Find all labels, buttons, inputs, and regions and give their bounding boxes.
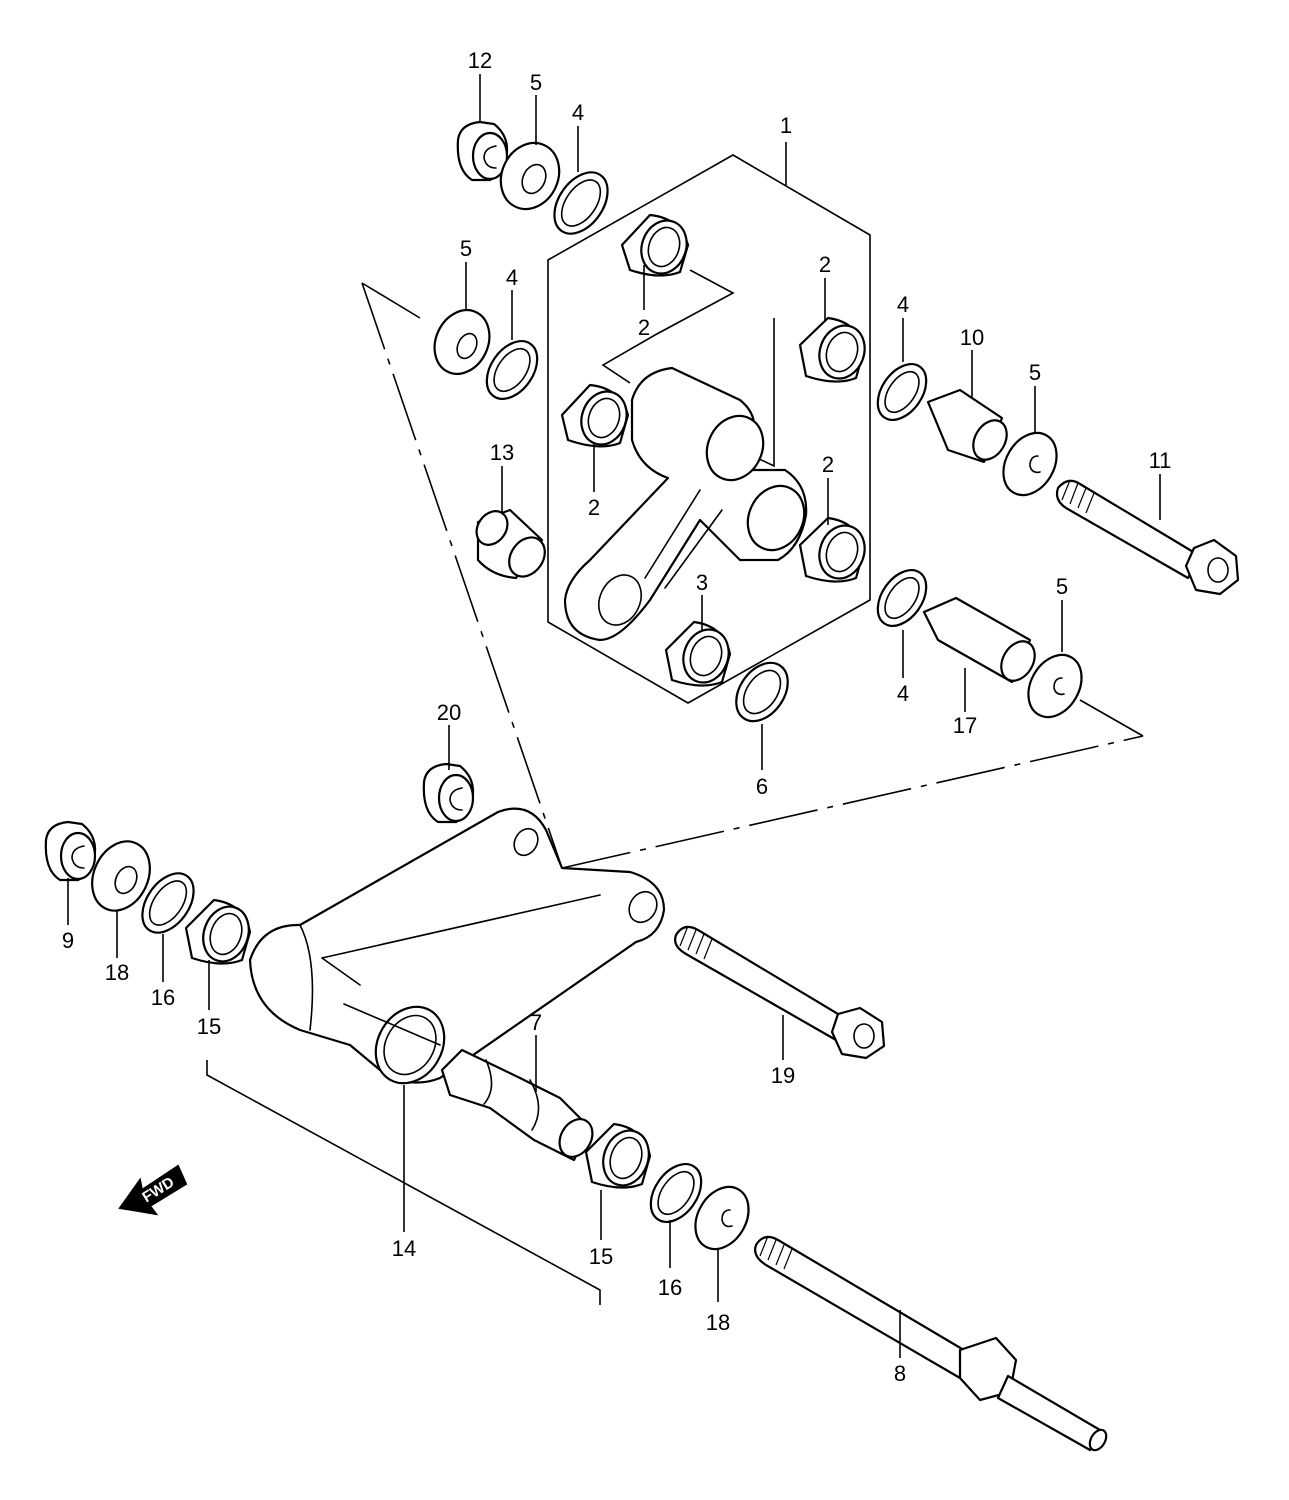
bearing-3 (664, 620, 732, 687)
fwd-arrow-icon: FWD (118, 1164, 188, 1216)
callout-4: 4 (897, 292, 909, 317)
callout-10: 10 (960, 325, 984, 350)
bolt-11 (1055, 479, 1240, 596)
bearing-2-top (620, 213, 690, 277)
callout-3: 3 (696, 570, 708, 595)
washer-18-left (91, 840, 151, 912)
callout-18: 18 (105, 960, 129, 985)
nut-9 (44, 820, 97, 882)
callout-5: 5 (530, 70, 542, 95)
collar-7 (440, 1048, 594, 1162)
washer-5-left (433, 309, 491, 375)
callout-9: 9 (62, 928, 74, 953)
seal-4-top (553, 171, 609, 235)
callout-15: 15 (589, 1244, 613, 1269)
washer-18-right (694, 1185, 750, 1251)
callout-5: 5 (1056, 574, 1068, 599)
callout-2: 2 (822, 452, 834, 477)
callout-2: 2 (819, 252, 831, 277)
callout-19: 19 (771, 1063, 795, 1088)
bolt-8 (754, 1235, 1108, 1452)
bearing-2-right-top (798, 316, 866, 383)
callout-11: 11 (1149, 448, 1172, 473)
spacer-17 (922, 596, 1036, 684)
callout-20: 20 (437, 700, 461, 725)
callout-8: 8 (894, 1361, 906, 1386)
callout-14: 14 (392, 1236, 416, 1261)
group-1-outline (547, 142, 871, 704)
spacer-10 (926, 388, 1008, 464)
seal-16-left (141, 872, 195, 934)
bearing-2-right-bottom (798, 516, 866, 583)
bearing-15-right (584, 1122, 652, 1189)
callout-5: 5 (1029, 360, 1041, 385)
seal-16-right (649, 1163, 703, 1223)
washer-5-right-bottom (1027, 653, 1083, 719)
seal-4-left (485, 340, 539, 400)
washer-5-top (499, 141, 561, 211)
callout-2: 2 (638, 315, 650, 340)
callout-13: 13 (490, 440, 514, 465)
bolt-19 (674, 925, 886, 1060)
callout-labels: 12 5 4 1 5 4 2 2 2 2 2 4 10 5 13 11 3 5 … (62, 48, 1172, 1386)
callout-leaders (67, 74, 1161, 1358)
nut-12 (456, 120, 509, 182)
cushion-lever-body (563, 366, 808, 642)
callout-5: 5 (460, 236, 472, 261)
bearing-15-left (184, 898, 252, 965)
callout-7: 7 (530, 1010, 542, 1035)
callout-4: 4 (506, 265, 518, 290)
callout-16: 16 (151, 985, 175, 1010)
callout-15: 15 (197, 1014, 221, 1039)
seal-4-right-top (876, 363, 928, 421)
seal-4-right-bottom (876, 569, 928, 627)
seal-6 (735, 661, 789, 723)
callout-16: 16 (658, 1275, 682, 1300)
callout-1: 1 (780, 113, 792, 138)
spacer-13 (475, 508, 546, 580)
bearing-2-left (560, 383, 630, 448)
washer-5-right-top (1002, 431, 1058, 497)
callout-4: 4 (572, 100, 584, 125)
callout-2: 2 (588, 495, 600, 520)
callout-4: 4 (897, 681, 909, 706)
nut-20 (422, 762, 475, 824)
callout-18: 18 (706, 1310, 730, 1335)
callout-12: 12 (468, 48, 492, 73)
cushion-lever-14 (248, 807, 666, 1085)
callout-17: 17 (953, 713, 977, 738)
callout-6: 6 (756, 774, 768, 799)
